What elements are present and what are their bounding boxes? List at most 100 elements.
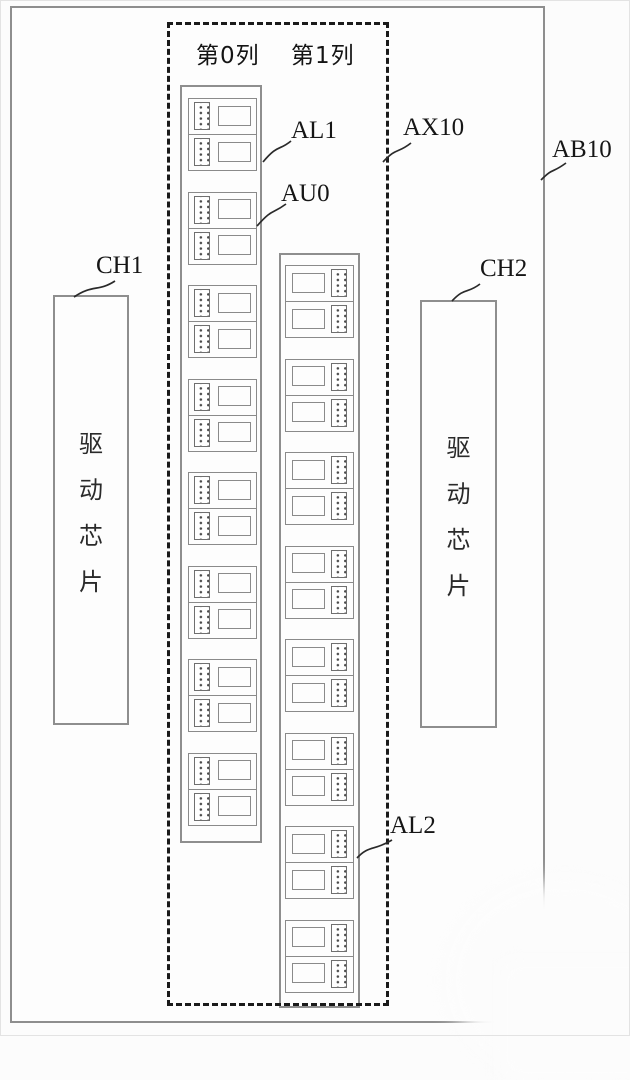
unit-group <box>188 285 257 358</box>
sub-pixel-unit <box>189 134 256 170</box>
driver-chip-char: 芯 <box>79 521 103 550</box>
electrode-cell <box>292 495 325 516</box>
bonding-pad <box>331 549 347 578</box>
sub-pixel-unit <box>189 754 256 789</box>
bonding-pad <box>194 512 210 540</box>
bonding-pad <box>194 792 210 821</box>
sub-pixel-unit <box>286 921 353 956</box>
sub-pixel-unit <box>286 768 353 805</box>
unit-group <box>188 565 257 639</box>
bonding-pad <box>331 959 347 988</box>
electrode-cell <box>292 682 325 703</box>
sub-pixel-unit <box>189 193 256 228</box>
electrode-cell <box>292 459 325 480</box>
column-right-region <box>279 253 360 1008</box>
bonding-pad <box>331 492 347 520</box>
bonding-pad <box>194 231 210 260</box>
bonding-pad <box>331 923 347 952</box>
bonding-pad <box>194 195 210 224</box>
electrode-cell <box>218 573 251 593</box>
sub-pixel-unit <box>286 394 353 431</box>
bonding-pad <box>331 679 347 707</box>
label-ax10: AX10 <box>403 114 465 141</box>
sub-pixel-unit <box>189 660 256 695</box>
electrode-cell <box>218 422 251 442</box>
bonding-pad <box>331 456 347 484</box>
electrode-cell <box>292 589 325 609</box>
electrode-cell <box>218 515 251 536</box>
electrode-cell <box>218 105 251 126</box>
column-left-region <box>180 85 262 843</box>
sub-pixel-unit <box>286 266 353 301</box>
bonding-pad <box>194 605 210 634</box>
sub-pixel-unit <box>189 227 256 264</box>
unit-group <box>285 358 354 432</box>
bonding-pad <box>194 289 210 317</box>
bonding-pad <box>331 866 347 894</box>
bonding-pad <box>331 362 347 391</box>
unit-group <box>188 752 257 826</box>
sub-pixel-unit <box>286 360 353 395</box>
bonding-pad <box>331 585 347 614</box>
bonding-pad <box>331 643 347 671</box>
electrode-cell <box>292 402 325 422</box>
unit-group <box>188 472 257 545</box>
electrode-cell <box>292 272 325 293</box>
sub-pixel-unit <box>189 380 256 415</box>
electrode-cell <box>292 927 325 947</box>
sub-pixel-unit <box>189 286 256 321</box>
bonding-pad <box>194 418 210 447</box>
electrode-cell <box>292 869 325 890</box>
sub-pixel-unit <box>189 414 256 451</box>
label-ab10: AB10 <box>552 136 612 163</box>
electrode-cell <box>218 235 251 255</box>
label-al1: AL1 <box>291 117 337 144</box>
electrode-cell <box>218 199 251 219</box>
driver-chip-char: 片 <box>79 567 103 596</box>
bonding-pad <box>194 699 210 727</box>
driver-chip-char: 驱 <box>446 433 471 462</box>
electrode-cell <box>292 833 325 854</box>
electrode-cell <box>218 328 251 349</box>
watermark-blob <box>500 960 630 1080</box>
driver-chip-left: 驱 动 芯 片 <box>53 295 129 725</box>
sub-pixel-unit <box>286 488 353 524</box>
driver-chip-right: 驱 动 芯 片 <box>420 300 497 728</box>
label-al2: AL2 <box>390 812 436 839</box>
column-header-0: 第0列 <box>196 43 260 69</box>
unit-group <box>285 732 354 806</box>
driver-chip-char: 片 <box>446 571 471 600</box>
unit-group <box>285 265 354 338</box>
electrode-cell <box>292 553 325 573</box>
unit-group <box>285 545 354 619</box>
electrode-cell <box>218 796 251 816</box>
electrode-cell <box>292 963 325 983</box>
sub-pixel-unit <box>286 301 353 337</box>
electrode-cell <box>218 609 251 629</box>
sub-pixel-unit <box>189 508 256 544</box>
sub-pixel-unit <box>189 695 256 731</box>
sub-pixel-unit <box>189 567 256 602</box>
bonding-pad <box>194 325 210 353</box>
column-right-stack <box>285 265 354 993</box>
bonding-pad <box>194 476 210 504</box>
bonding-pad <box>331 772 347 801</box>
bonding-pad <box>194 756 210 785</box>
driver-chip-char: 芯 <box>446 525 471 554</box>
unit-group <box>188 98 257 171</box>
unit-group <box>285 452 354 525</box>
column-left-stack <box>188 98 257 826</box>
bonding-pad <box>331 830 347 858</box>
electrode-cell <box>292 646 325 667</box>
bonding-pad <box>194 382 210 411</box>
sub-pixel-unit <box>189 788 256 825</box>
bonding-pad <box>331 736 347 765</box>
electrode-cell <box>292 308 325 329</box>
sub-pixel-unit <box>286 640 353 675</box>
sub-pixel-unit <box>286 862 353 898</box>
electrode-cell <box>218 702 251 723</box>
bonding-pad <box>331 269 347 297</box>
column-header-1: 第1列 <box>291 43 355 69</box>
electrode-cell <box>292 776 325 796</box>
driver-chip-char: 动 <box>79 475 103 504</box>
